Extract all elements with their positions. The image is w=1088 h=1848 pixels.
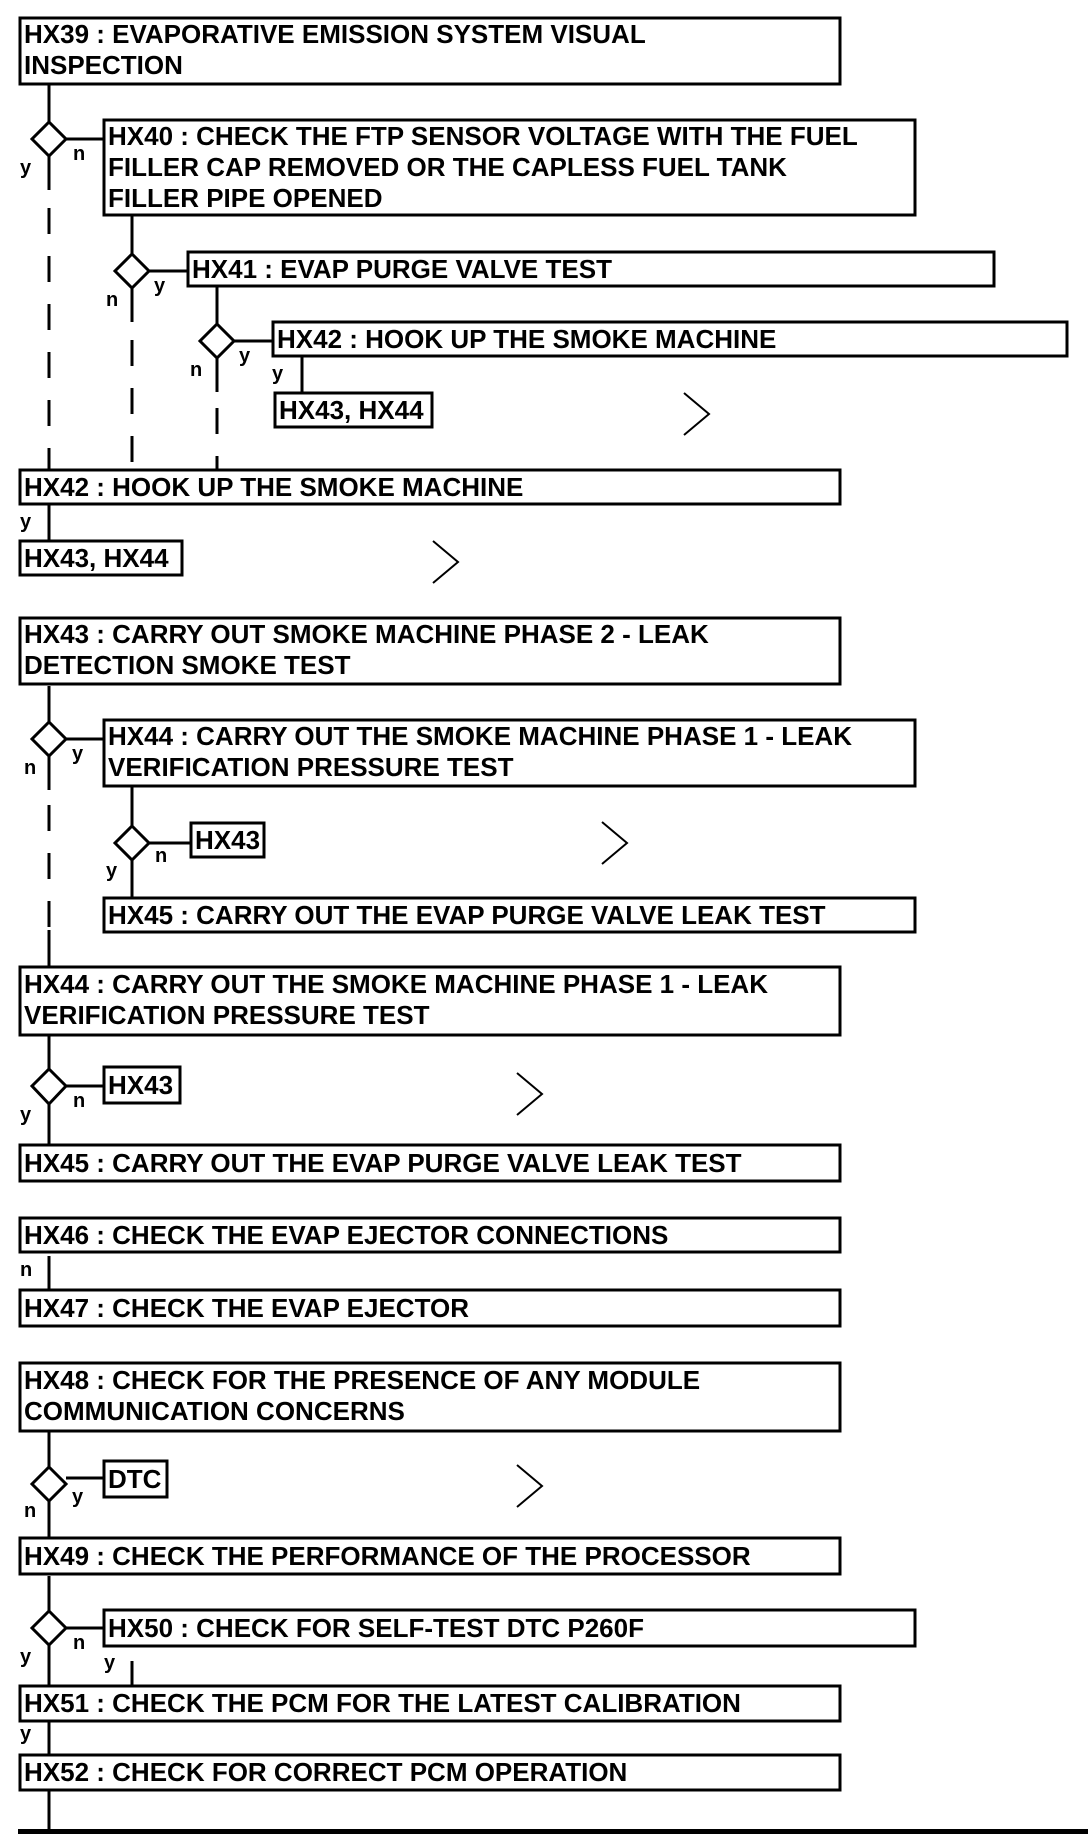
step-box-hx42 <box>18 468 842 506</box>
decisions <box>29 119 237 1648</box>
branch-yes-label: y <box>104 1652 116 1674</box>
step-label-hx51: HX51 : CHECK THE PCM FOR THE LATEST CALI… <box>24 1688 741 1718</box>
step-label-hx41: HX41 : EVAP PURGE VALVE TEST <box>192 254 612 284</box>
step-box-hx42-nested <box>271 320 1069 358</box>
step-label-hx47: HX47 : CHECK THE EVAP EJECTOR <box>24 1293 469 1323</box>
decision-diamond <box>29 1066 69 1107</box>
step-box-hx51 <box>18 1684 842 1723</box>
step-label-hx50: HX50 : CHECK FOR SELF-TEST DTC P260F <box>108 1613 644 1643</box>
branch-no-label: n <box>190 359 202 381</box>
branch-labels: y n n y n y y y n y y n y n n n y y n y … <box>20 143 284 1745</box>
bottom-divider <box>18 1829 1088 1834</box>
step-box-hx45-nested <box>102 896 917 934</box>
decision-diamond <box>29 1608 69 1648</box>
step-label-hx45-nested: HX45 : CARRY OUT THE EVAP PURGE VALVE LE… <box>108 900 826 930</box>
reference-label-dtc: DTC <box>108 1464 162 1494</box>
step-label-hx42-nested: HX42 : HOOK UP THE SMOKE MACHINE <box>277 324 776 354</box>
branch-no-label: n <box>24 1500 36 1522</box>
step-box-hx43 <box>18 616 842 686</box>
step-box-hx49 <box>18 1536 842 1576</box>
step-label-hx44-nested: HX44 : CARRY OUT THE SMOKE MACHINE PHASE… <box>108 721 859 782</box>
step-label-hx44: HX44 : CARRY OUT THE SMOKE MACHINE PHASE… <box>24 969 775 1030</box>
decision-diamond <box>29 1464 69 1504</box>
branch-yes-label: y <box>72 743 84 765</box>
step-box-hx39 <box>18 16 842 86</box>
reference-box-hx43-hx44-nested <box>273 391 434 429</box>
decision-diamond <box>112 251 152 291</box>
step-box-hx41 <box>186 250 996 288</box>
continue-arrow-icon <box>683 392 711 436</box>
branch-yes-label: y <box>154 275 166 297</box>
step-box-hx44-nested <box>102 718 917 788</box>
branch-yes-label: y <box>20 1104 32 1126</box>
branch-yes-label: y <box>272 363 284 385</box>
step-label-hx42: HX42 : HOOK UP THE SMOKE MACHINE <box>24 472 523 502</box>
decision-diamond <box>197 321 237 361</box>
decision-diamond <box>29 719 69 759</box>
branch-yes-label: y <box>20 157 32 179</box>
chevrons <box>432 392 711 1508</box>
branch-no-label: n <box>20 1259 32 1281</box>
branch-no-label: n <box>24 757 36 779</box>
continue-arrow-icon <box>516 1464 544 1508</box>
step-label-hx40: HX40 : CHECK THE FTP SENSOR VOLTAGE WITH… <box>108 121 864 213</box>
continue-arrow-icon <box>516 1072 544 1116</box>
decision-diamond <box>112 823 152 863</box>
step-box-hx48 <box>18 1361 842 1433</box>
branch-yes-label: y <box>72 1486 84 1508</box>
branch-yes-label: y <box>106 860 118 882</box>
branch-no-label: n <box>106 289 118 311</box>
continue-arrow-icon <box>601 821 629 865</box>
step-box-hx52 <box>18 1753 842 1792</box>
step-label-hx52: HX52 : CHECK FOR CORRECT PCM OPERATION <box>24 1757 627 1787</box>
reference-box-dtc <box>102 1459 169 1499</box>
step-label-hx39: HX39 : EVAPORATIVE EMISSION SYSTEM VISUA… <box>24 19 652 80</box>
connectors <box>47 84 304 1829</box>
branch-yes-label: y <box>239 345 251 367</box>
branch-no-label: n <box>155 845 167 867</box>
branch-yes-label: y <box>20 1646 32 1668</box>
decision-diamond <box>29 119 69 159</box>
reference-label-hx43-hx44-nested: HX43, HX44 <box>279 395 424 425</box>
step-label-hx45: HX45 : CARRY OUT THE EVAP PURGE VALVE LE… <box>24 1148 742 1178</box>
step-box-hx44 <box>18 965 842 1037</box>
step-label-hx49: HX49 : CHECK THE PERFORMANCE OF THE PROC… <box>24 1541 751 1571</box>
step-box-hx40 <box>102 118 917 217</box>
branch-yes-label: y <box>20 511 32 533</box>
continue-arrow-icon <box>432 540 460 584</box>
branch-no-label: n <box>73 143 85 165</box>
step-box-hx50 <box>102 1608 917 1648</box>
branch-no-label: n <box>73 1632 85 1654</box>
step-box-hx45 <box>18 1143 842 1183</box>
reference-label-hx43-hx44: HX43, HX44 <box>24 543 169 573</box>
branch-yes-label: y <box>20 1723 32 1745</box>
step-box-hx47 <box>18 1288 842 1328</box>
step-boxes: HX39 : EVAPORATIVE EMISSION SYSTEM VISUA… <box>18 16 1069 1792</box>
reference-box-hx43-nested <box>189 821 266 859</box>
reference-label-hx43-nested: HX43 <box>195 825 260 855</box>
dashed-connectors <box>47 208 219 967</box>
step-label-hx43: HX43 : CARRY OUT SMOKE MACHINE PHASE 2 -… <box>24 619 716 680</box>
reference-box-hx43 <box>102 1065 182 1105</box>
step-label-hx48: HX48 : CHECK FOR THE PRESENCE OF ANY MOD… <box>24 1365 707 1426</box>
step-box-hx46 <box>18 1216 842 1254</box>
branch-no-label: n <box>73 1090 85 1112</box>
reference-label-hx43: HX43 <box>108 1070 173 1100</box>
reference-box-hx43-hx44 <box>18 539 184 577</box>
step-label-hx46: HX46 : CHECK THE EVAP EJECTOR CONNECTION… <box>24 1220 668 1250</box>
